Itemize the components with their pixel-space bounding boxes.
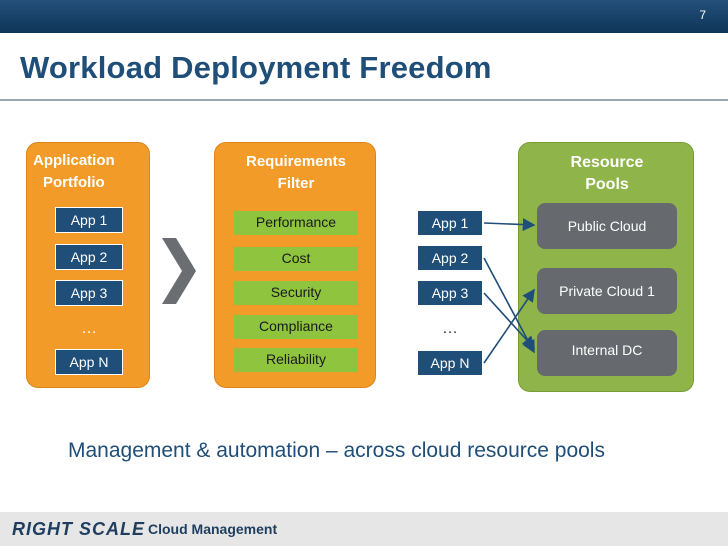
portfolio-app-2: App 2 [55,244,123,270]
tagline: Management & automation – across cloud r… [68,439,605,462]
portfolio-app-n: App N [55,349,123,375]
footer-label: Cloud Management [148,521,278,537]
chevron-right-icon [162,238,196,304]
filter-heading-line2: Filter [277,175,315,192]
application-portfolio-panel: Application Portfolio App 1 App 2 App 3 … [26,142,150,388]
deployed-ellipsis: … [442,320,458,337]
slide-number: 7 [699,8,706,22]
deployed-app-n: App N [417,350,483,376]
deployed-app-1: App 1 [417,210,483,236]
footer-bar: RIGHT SCALE Cloud Management [0,512,728,546]
filter-heading: Requirements Filter [215,151,377,195]
arrow-app1-public [483,218,536,231]
filter-security: Security [234,281,358,305]
top-banner: 7 [0,0,728,33]
pool-private-cloud-1: Private Cloud 1 [537,268,677,314]
deployed-app-2: App 2 [417,245,483,271]
pool-internal-dc: Internal DC [537,330,677,376]
filter-heading-line1: Requirements [245,153,347,170]
title-divider [0,99,728,101]
portfolio-app-1: App 1 [55,207,123,233]
deployed-app-3: App 3 [417,280,483,306]
portfolio-ellipsis: … [81,320,97,337]
arrow-app3-internal [483,292,536,350]
pools-heading-line1: Resource [570,154,644,171]
filter-compliance: Compliance [234,315,358,339]
pool-public-cloud: Public Cloud [537,203,677,249]
portfolio-heading-line1: Application [33,152,115,169]
pools-heading-line2: Pools [585,176,629,193]
requirements-filter-panel: Requirements Filter Performance Cost Sec… [214,142,376,388]
portfolio-heading-line2: Portfolio [43,174,105,191]
filter-reliability: Reliability [234,348,358,372]
rightscale-logo: RIGHT SCALE [12,519,146,539]
filter-performance: Performance [234,211,358,235]
filter-cost: Cost [234,247,358,271]
pools-heading: Resource Pools [519,152,695,196]
arrow-app2-internal [483,257,535,354]
slide-title: Workload Deployment Freedom [20,50,492,85]
resource-pools-panel: Resource Pools Public Cloud Private Clou… [518,142,694,392]
portfolio-app-3: App 3 [55,280,123,306]
arrow-appn-private [483,288,535,364]
portfolio-heading: Application Portfolio [33,150,115,194]
